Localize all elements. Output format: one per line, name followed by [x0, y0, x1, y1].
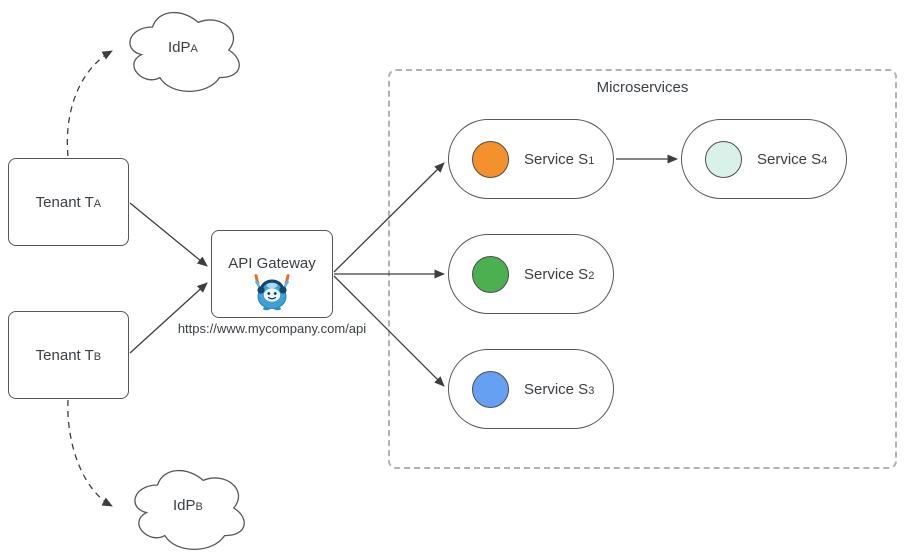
- tenant-a-node: Tenant TA: [8, 158, 129, 246]
- edge-tenant-b-idp-b: [67, 399, 113, 507]
- idp-b-cloud: IdPB: [127, 462, 249, 554]
- api-gateway-url: https://www.mycompany.com/api: [177, 321, 367, 336]
- api-gateway-label: API Gateway: [228, 255, 316, 272]
- edge-tenant-a-gateway: [129, 202, 208, 267]
- tenant-a-label: Tenant TA: [35, 193, 102, 211]
- service-s4-label: Service S4: [757, 150, 828, 168]
- edge-tenant-b-gateway: [129, 282, 208, 354]
- service-s1-node: Service S1: [448, 119, 614, 199]
- service-s4-dot: [705, 140, 742, 178]
- service-s3-dot: [472, 370, 509, 408]
- edge-tenant-a-idp-a: [66, 50, 113, 157]
- cloud-shape-icon: [129, 11, 240, 92]
- service-s4-node: Service S4: [681, 119, 847, 199]
- service-s2-dot: [472, 255, 509, 293]
- service-s1-label: Service S1: [524, 150, 595, 168]
- service-s1-dot: [472, 140, 509, 178]
- api-gateway-node: API Gateway: [211, 230, 333, 318]
- idp-b-label: IdPB: [172, 496, 204, 514]
- cloud-shape-icon: [134, 469, 245, 550]
- service-s3-label: Service S3: [524, 380, 595, 398]
- idp-a-cloud: IdPA: [122, 4, 244, 96]
- service-s2-label: Service S2: [524, 265, 595, 283]
- service-s3-node: Service S3: [448, 349, 614, 429]
- microservices-title: Microservices: [596, 79, 689, 96]
- service-s2-node: Service S2: [448, 234, 614, 314]
- tenant-b-node: Tenant TB: [8, 311, 129, 399]
- yeti-dj-mascot-icon: [254, 274, 290, 311]
- idp-a-label: IdPA: [167, 38, 199, 56]
- tenant-b-label: Tenant TB: [35, 346, 102, 364]
